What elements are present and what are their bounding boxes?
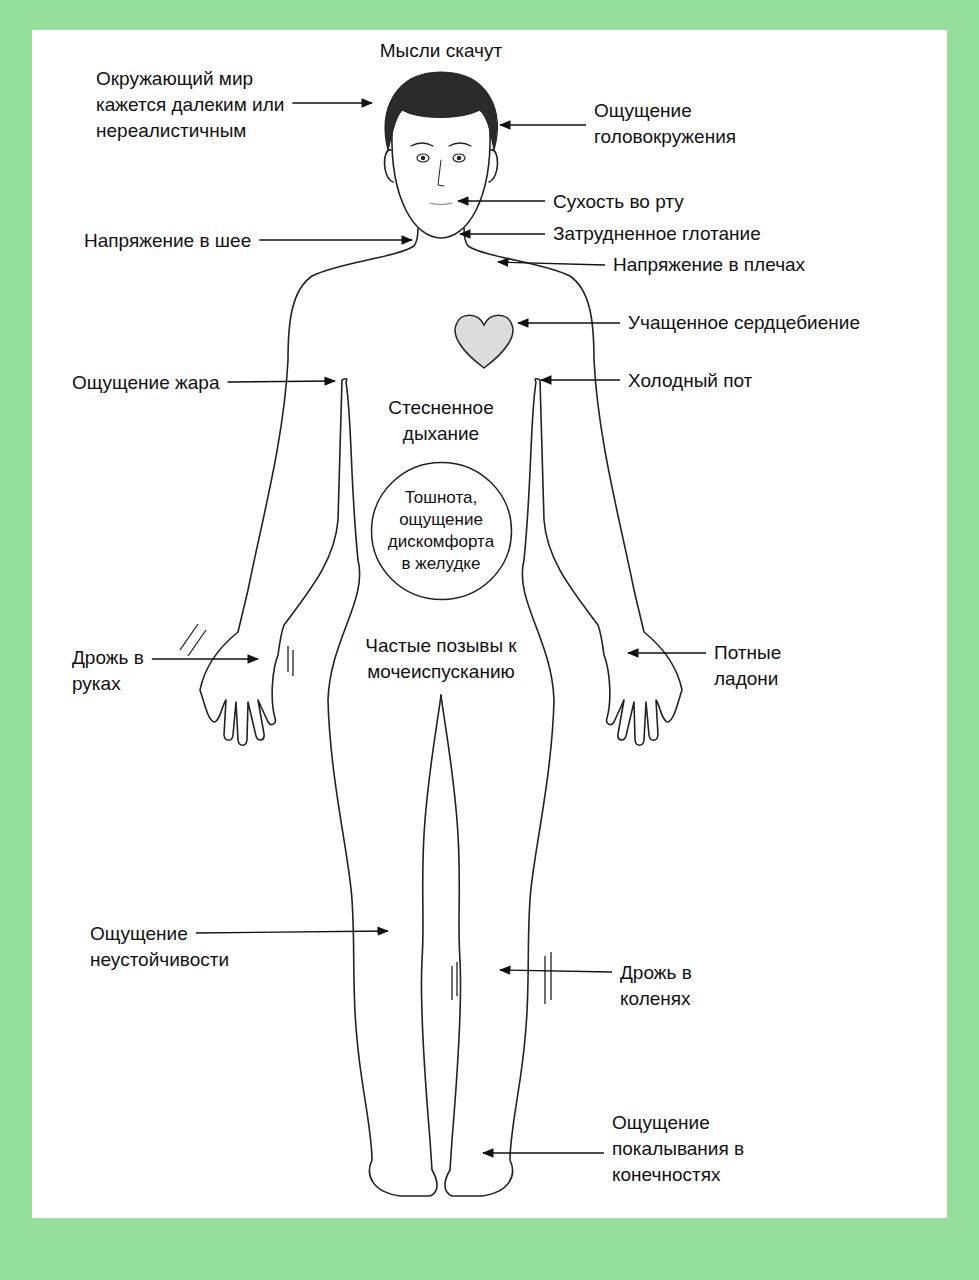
symptom-label: Сухость во рту — [553, 189, 773, 215]
symptom-label: Ощущение покалывания в конечностях — [612, 1110, 762, 1188]
symptom-label: Окружающий мир кажется далеким или нереа… — [96, 66, 286, 144]
tremor-mark — [544, 956, 545, 1004]
body-left — [200, 228, 441, 1196]
symptom-label: Стесненное дыхание — [371, 395, 511, 447]
circle-shape — [371, 463, 511, 600]
tremor-mark — [287, 646, 288, 672]
eyebrow — [411, 143, 433, 146]
leader-line — [152, 658, 258, 659]
stomach-circle: Тошнота, ощущение дискомфорта в желудке — [370, 461, 513, 601]
tremor-mark — [292, 650, 293, 676]
leader-line — [541, 379, 620, 380]
heart — [455, 315, 513, 368]
eye — [453, 154, 465, 162]
nose — [438, 160, 444, 186]
hair — [385, 72, 497, 150]
leader-line — [460, 233, 545, 234]
symptom-label: Напряжение в шее — [84, 228, 284, 254]
symptom-label: Учащенное сердцебиение — [628, 310, 928, 336]
face — [392, 130, 490, 238]
symptom-label: Ощущение неустойчивости — [90, 921, 260, 973]
symptom-label: Затрудненное глотание — [553, 221, 823, 247]
leader-line — [483, 1152, 604, 1153]
tremor-mark — [456, 962, 457, 996]
tremor-mark — [188, 630, 206, 656]
symptom-label: Потные ладони — [714, 640, 809, 692]
symptom-label: Напряжение в плечах — [613, 252, 873, 278]
symptom-label: Ощущение жара — [72, 370, 272, 396]
leader-line — [498, 262, 605, 265]
symptom-label: Ощущение головокружения — [594, 98, 769, 150]
eyebrow — [449, 143, 471, 146]
leader-line — [500, 124, 586, 125]
symptom-label: Холодный пот — [628, 368, 848, 394]
ear — [489, 150, 498, 182]
leader-line — [228, 381, 336, 382]
pupil — [457, 156, 461, 160]
symptom-label: Частые позывы к мочеиспусканию — [354, 633, 529, 685]
leader-line — [628, 652, 706, 653]
circle-outline — [370, 461, 513, 601]
symptom-label: Дрожь в руках — [72, 645, 162, 697]
white-panel — [32, 30, 947, 1218]
body-outline — [200, 130, 682, 1196]
tremor-mark — [451, 966, 452, 1000]
leader-line — [259, 239, 412, 240]
eye — [417, 154, 429, 162]
tremor-mark — [550, 952, 551, 1000]
tremor-marks — [180, 624, 551, 1004]
leader-line — [292, 102, 372, 103]
mouth — [430, 203, 452, 205]
leader-line — [518, 322, 620, 323]
leader-line — [458, 200, 545, 201]
ear — [384, 150, 393, 182]
leader-line — [500, 970, 612, 972]
symptom-label: Дрожь в коленях — [620, 960, 715, 1012]
symptom-label: Мысли скачут — [331, 38, 551, 64]
node-text: Тошнота, ощущение дискомфорта в желудке — [385, 487, 497, 575]
leader-line — [196, 931, 388, 933]
pupil — [421, 156, 425, 160]
